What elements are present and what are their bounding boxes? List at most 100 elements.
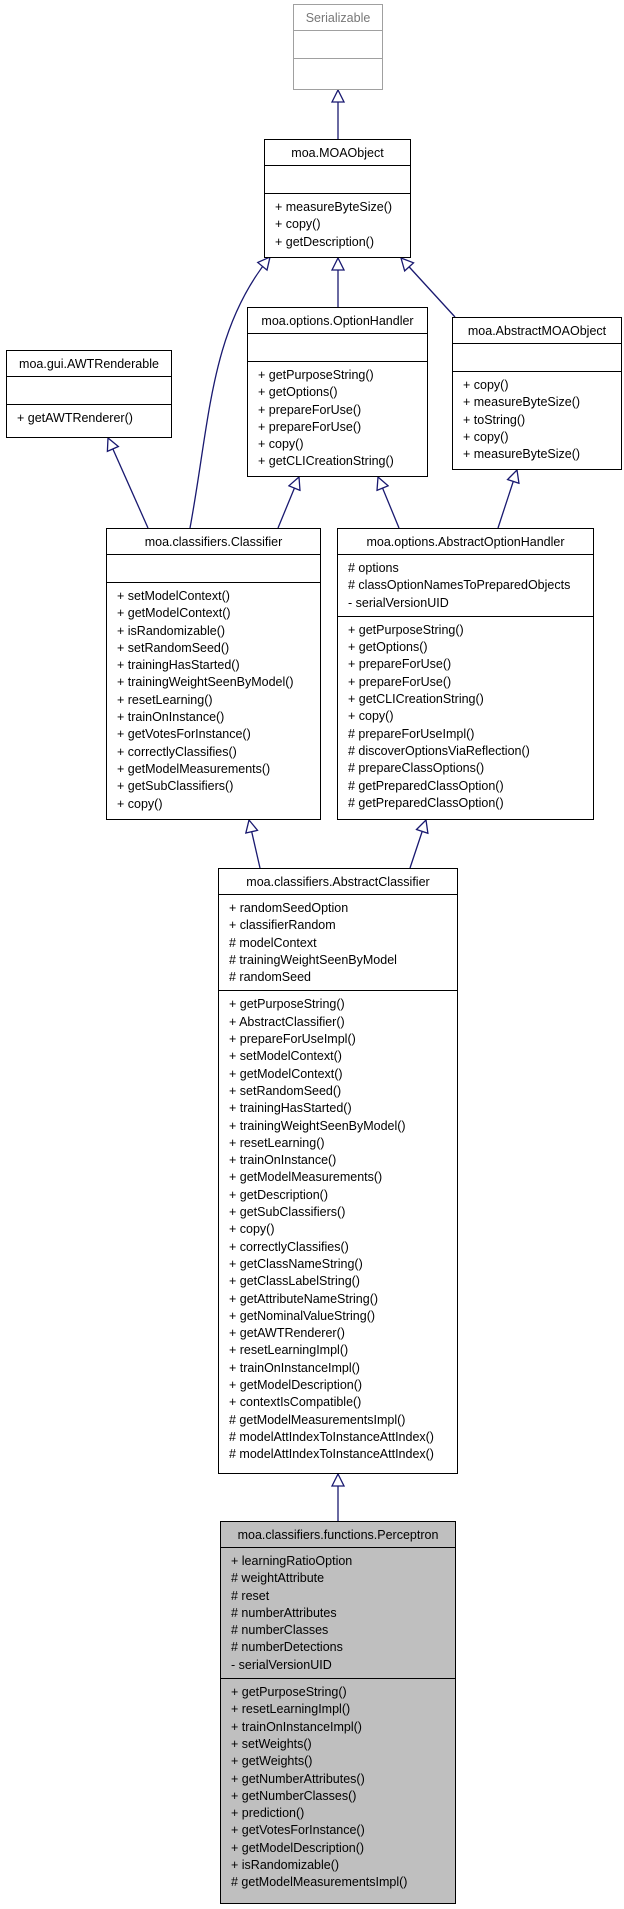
edge-abstractclassifier-abstractoptionhandler — [409, 820, 426, 869]
method-item: + getAttributeNameString() — [229, 1291, 379, 1306]
attribute-item: # modelContext — [229, 935, 317, 950]
method-item: + toString() — [463, 412, 526, 427]
methods-compartment: + setModelContext()+ getModelContext()+ … — [107, 582, 320, 819]
method-item: + trainingHasStarted() — [117, 658, 240, 673]
class-title: moa.gui.AWTRenderable — [19, 357, 159, 371]
method-item: + prediction() — [231, 1806, 305, 1821]
class-serializable[interactable]: Serializable — [293, 4, 383, 90]
attribute-item: # options — [348, 561, 399, 575]
edge-classifier-optionhandler — [277, 477, 299, 529]
method-item: + correctlyClassifies() — [117, 744, 237, 759]
method-item: + getModelDescription() — [229, 1378, 363, 1393]
attributes-compartment — [7, 376, 171, 404]
method-item: # prepareForUseImpl() — [348, 726, 475, 741]
attribute-item: # reset — [231, 1588, 270, 1603]
attribute-item: + classifierRandom — [229, 918, 336, 933]
class-abstract-moa-object[interactable]: moa.AbstractMOAObject+ copy()+ measureBy… — [452, 317, 622, 470]
method-item: + getModelMeasurements() — [229, 1170, 383, 1185]
methods-compartment: + getPurposeString() + resetLearningImpl(… — [221, 1678, 455, 1903]
method-item: + prepareForUse() — [348, 657, 452, 672]
method-item: + resetLearning() — [229, 1135, 325, 1150]
method-item: + getDescription() — [275, 234, 374, 249]
method-item: + getAWTRenderer() — [229, 1326, 345, 1341]
class-abstract-classifier[interactable]: moa.classifiers.AbstractClassifier + rand… — [218, 868, 458, 1474]
method-item: # getPreparedClassOption() — [348, 778, 504, 793]
class-title: moa.options.AbstractOptionHandler — [366, 535, 565, 549]
method-item: + contextIsCompatible() — [229, 1395, 362, 1410]
class-awt-renderable[interactable]: moa.gui.AWTRenderable + getAWTRenderer() — [6, 350, 172, 438]
method-item: + getNumberAttributes() — [231, 1771, 365, 1786]
method-item: + getClassLabelString() — [229, 1274, 360, 1289]
attributes-compartment — [248, 333, 427, 361]
methods-compartment: + getPurposeString()+ AbstractClassifier… — [219, 990, 457, 1473]
method-item: + getPurposeString() — [258, 368, 374, 382]
method-item: + getModelContext() — [229, 1066, 343, 1081]
class-moa-object[interactable]: moa.MOAObject+ measureByteSize()+ copy()… — [264, 139, 411, 258]
class-title: moa.classifiers.AbstractClassifier — [246, 875, 430, 889]
class-title: Serializable — [305, 11, 371, 25]
method-item: + getCLICreationString() — [258, 454, 394, 469]
class-perceptron[interactable]: moa.classifiers.functions.Perceptron+ le… — [220, 1521, 456, 1904]
methods-compartment: + copy()+ measureByteSize()+ toString()+… — [453, 371, 621, 469]
method-item: + getDescription() — [229, 1187, 328, 1202]
attribute-item: - serialVersionUID — [348, 595, 449, 610]
attribute-item: # numberAttributes — [231, 1605, 337, 1620]
method-item: + getClassNameString() — [229, 1256, 363, 1271]
method-item: + trainOnInstanceImpl() — [229, 1360, 360, 1375]
class-abstract-option-handler[interactable]: moa.options.AbstractOptionHandler # optio… — [337, 528, 594, 820]
method-item: + AbstractClassifier() — [229, 1014, 345, 1029]
attribute-item: + learningRatioOption — [231, 1554, 353, 1568]
method-item: + correctlyClassifies() — [229, 1239, 349, 1254]
attributes-compartment — [265, 165, 410, 193]
method-item: + setWeights() — [231, 1736, 312, 1751]
method-item: # prepareClassOptions() — [348, 761, 485, 776]
method-item: + getOptions() — [258, 385, 338, 400]
attributes-compartment: + randomSeedOption+ classifierRandom# mo… — [219, 894, 457, 990]
method-item: + resetLearningImpl() — [231, 1702, 351, 1717]
class-classifier[interactable]: moa.classifiers.Classifier+ setModelCont… — [106, 528, 321, 820]
method-item: + trainOnInstance() — [117, 710, 225, 725]
methods-compartment — [294, 58, 382, 89]
class-title: moa.options.OptionHandler — [261, 314, 414, 328]
class-option-handler[interactable]: moa.options.OptionHandler + getPurposeStr… — [247, 307, 428, 477]
methods-compartment: + getPurposeString()+ getOptions()+ prep… — [338, 615, 593, 819]
method-item: + getNominalValueString() — [229, 1308, 376, 1323]
edge-abstractclassifier-classifier — [249, 820, 261, 869]
attributes-compartment — [294, 30, 382, 58]
methods-compartment: + measureByteSize()+ copy()+ getDescript… — [265, 193, 410, 257]
method-item: # getPreparedClassOption() — [348, 795, 504, 810]
attribute-item: # randomSeed — [229, 970, 312, 985]
method-item: + copy() — [117, 796, 163, 811]
method-item: + setRandomSeed() — [117, 640, 230, 655]
method-item: + getPurposeString() — [348, 622, 464, 637]
method-item: + trainOnInstance() — [229, 1153, 337, 1168]
method-item: + resetLearning() — [117, 692, 213, 707]
method-item: # getModelMeasurementsImpl() — [229, 1412, 406, 1427]
method-item: + trainingWeightSeenByModel() — [229, 1118, 406, 1133]
method-item: + copy() — [463, 378, 509, 392]
method-item: + isRandomizable() — [117, 623, 226, 638]
method-item: + trainingWeightSeenByModel() — [117, 675, 294, 690]
method-item: + getModelMeasurements() — [117, 761, 271, 776]
method-item: # getModelMeasurementsImpl() — [231, 1875, 408, 1890]
method-item: + getPurposeString() — [231, 1685, 347, 1700]
method-item: + prepareForUse() — [348, 674, 452, 689]
attribute-item: # classOptionNamesToPreparedObjects — [348, 578, 571, 593]
method-item: + getSubClassifiers() — [229, 1205, 346, 1220]
methods-compartment: + getAWTRenderer() — [7, 404, 171, 437]
method-item: + prepareForUse() — [258, 402, 362, 417]
method-item: + copy() — [348, 709, 394, 724]
attribute-item: # numberClasses — [231, 1623, 329, 1638]
method-item: + getVotesForInstance() — [117, 727, 251, 742]
method-item: + measureByteSize() — [275, 200, 393, 214]
method-item: + getNumberClasses() — [231, 1788, 357, 1803]
method-item: + prepareForUseImpl() — [229, 1032, 356, 1047]
method-item: + getVotesForInstance() — [231, 1823, 365, 1838]
attribute-item: # weightAttribute — [231, 1571, 325, 1586]
edge-abstractoptionhandler-abstractmoaobject — [497, 470, 517, 529]
method-item: + getCLICreationString() — [348, 692, 484, 707]
attributes-compartment: # options # classOptionNamesToPreparedObj… — [338, 554, 593, 616]
method-item: + copy() — [258, 437, 304, 452]
method-item: + getSubClassifiers() — [117, 779, 234, 794]
